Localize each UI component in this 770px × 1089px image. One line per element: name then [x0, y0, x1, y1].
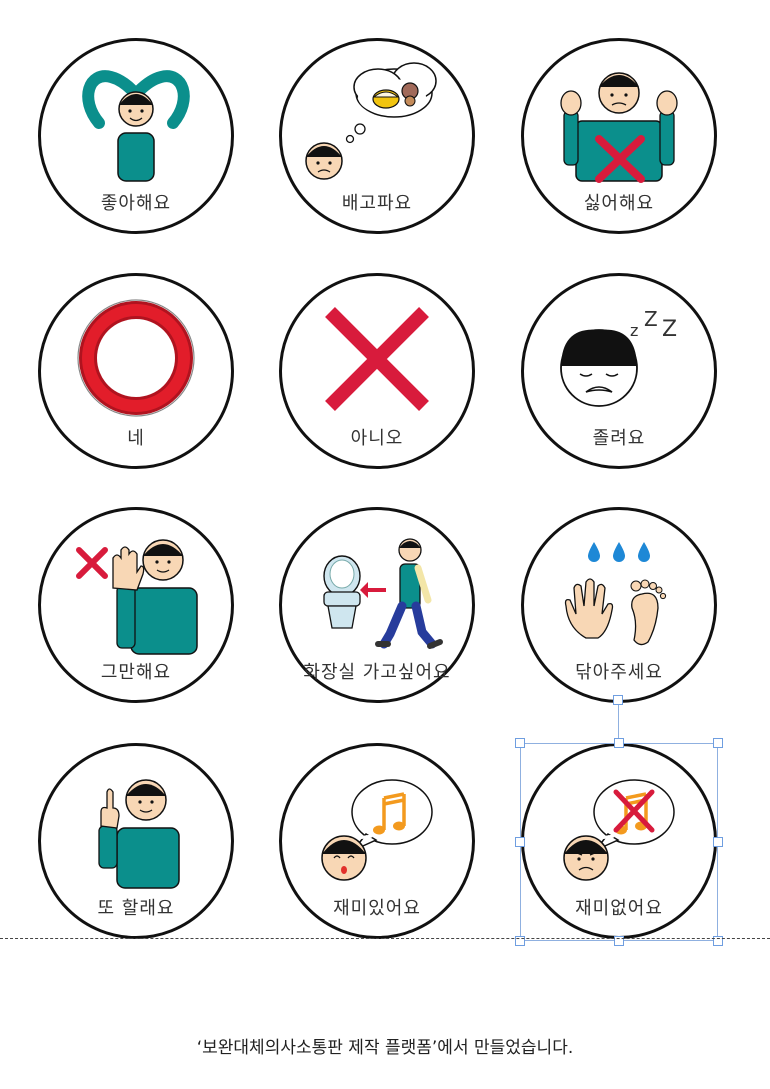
card-label: 재미있어요	[333, 898, 421, 919]
sleepy-zzz-icon: z Z Z	[560, 307, 677, 407]
card-stop[interactable]: 그만해요	[38, 507, 234, 703]
resize-handle-bottom-right[interactable]	[713, 936, 723, 946]
card-label: 그만해요	[100, 662, 172, 683]
card-label: 네	[127, 428, 145, 449]
card-label: 화장실 가고싶어요	[303, 662, 451, 683]
resize-handle-bottom[interactable]	[614, 936, 624, 946]
card-label: 닦아주세요	[575, 662, 663, 683]
card-hungry[interactable]: 배고파요	[279, 38, 475, 234]
card-label: 또 할래요	[97, 898, 175, 919]
resize-handle-right[interactable]	[713, 837, 723, 847]
footer-credit: ‘보완대체의사소통판 제작 플랫폼’에서 만들었습니다.	[196, 1038, 574, 1058]
not-fun-music-icon	[563, 779, 675, 881]
resize-handle-top[interactable]	[614, 738, 624, 748]
card-toilet[interactable]: 화장실 가고싶어요	[279, 507, 475, 703]
card-fun[interactable]: 재미있어요	[279, 743, 475, 939]
card-label: 싫어해요	[583, 193, 655, 214]
card-again[interactable]: 또 할래요	[38, 743, 234, 939]
again-finger-up-icon	[98, 779, 180, 889]
card-like[interactable]: 좋아해요	[38, 38, 234, 234]
card-dislike[interactable]: 싫어해요	[521, 38, 717, 234]
toilet-walking-icon	[323, 538, 443, 649]
resize-handle-top-right[interactable]	[713, 738, 723, 748]
svg-text:Z: Z	[644, 307, 658, 331]
wash-hand-foot-icon	[564, 542, 667, 646]
rotate-handle-stem	[618, 704, 619, 744]
card-no[interactable]: 아니오	[279, 273, 475, 469]
resize-handle-bottom-left[interactable]	[515, 936, 525, 946]
cut-line-divider	[0, 938, 770, 939]
resize-handle-left[interactable]	[515, 837, 525, 847]
card-label: 배고파요	[341, 193, 413, 214]
card-label: 아니오	[350, 428, 404, 449]
hungry-thought-food-icon	[305, 62, 437, 180]
svg-text:Z: Z	[662, 317, 677, 342]
stop-hand-icon	[76, 539, 198, 655]
svg-text:z: z	[630, 321, 638, 340]
dislike-cross-icon	[560, 72, 678, 183]
card-wash[interactable]: 닦아주세요	[521, 507, 717, 703]
card-sleepy[interactable]: z Z Z 졸려요	[521, 273, 717, 469]
fun-music-icon	[321, 779, 433, 881]
card-label: 졸려요	[592, 428, 646, 449]
selection-box	[520, 743, 718, 941]
rotate-handle[interactable]	[613, 695, 623, 705]
card-label: 좋아해요	[100, 193, 172, 214]
card-yes[interactable]: 네	[38, 273, 234, 469]
love-heart-arms-icon	[82, 70, 190, 182]
card-label: 재미없어요	[575, 898, 663, 919]
resize-handle-top-left[interactable]	[515, 738, 525, 748]
yes-red-circle-icon	[77, 299, 195, 417]
no-red-x-icon	[325, 307, 429, 411]
